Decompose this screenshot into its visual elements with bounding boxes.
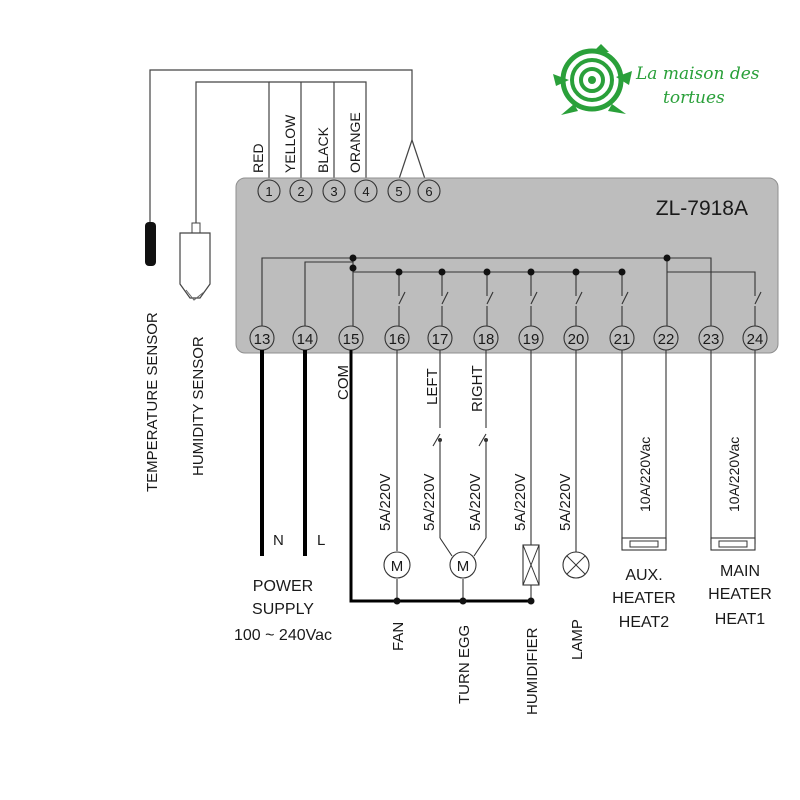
terminal-16: 16 [384, 325, 410, 351]
aux-heater-label-2: HEATER [612, 590, 676, 607]
lamp-rating: 5A/220V [557, 473, 574, 531]
humidifier-icon [522, 544, 540, 586]
aux-heater-label-3: HEAT2 [619, 614, 669, 631]
svg-text:3: 3 [330, 184, 337, 199]
svg-text:M: M [457, 558, 470, 575]
top-terminal-5: 5 [387, 179, 411, 203]
svg-text:14: 14 [297, 331, 314, 348]
aux-heater-rating: 10A/220Vac [637, 437, 653, 512]
top-terminal-1: 1 [257, 179, 281, 203]
humidifier-rating: 5A/220V [512, 473, 529, 531]
svg-text:1: 1 [265, 184, 272, 199]
terminal-14: 14 [292, 325, 318, 351]
turn-egg-label: TURN EGG [456, 625, 473, 704]
model-label: ZL-7918A [656, 197, 748, 220]
left-contact-dot [438, 438, 442, 442]
lamp-label: LAMP [569, 619, 586, 660]
svg-text:2: 2 [297, 184, 304, 199]
wire-color-orange: ORANGE [347, 112, 363, 173]
humidity-probe-icon [179, 222, 211, 301]
right-rating: 5A/220V [467, 473, 484, 531]
wire-color-black: BLACK [315, 126, 331, 173]
power-l-label: L [317, 532, 325, 549]
lamp-icon [562, 551, 590, 579]
svg-text:M: M [391, 558, 404, 575]
humidifier-label: HUMIDIFIER [524, 627, 541, 715]
controller-body [235, 177, 779, 354]
terminal-19: 19 [518, 325, 544, 351]
main-heater-label-1: MAIN [720, 563, 760, 580]
terminal-20: 20 [563, 325, 589, 351]
terminal-24: 24 [742, 325, 768, 351]
svg-text:16: 16 [389, 331, 406, 348]
svg-text:24: 24 [747, 331, 764, 348]
svg-text:4: 4 [362, 184, 369, 199]
terminal-18: 18 [473, 325, 499, 351]
aux-heater-circuit [621, 350, 667, 544]
fan-motor-icon: M [383, 551, 411, 579]
right-contact-dot [484, 438, 488, 442]
power-supply-line1: POWER [253, 578, 313, 595]
terminal-23: 23 [698, 325, 724, 351]
fan-label: FAN [390, 622, 407, 651]
main-heater-circuit [710, 350, 756, 544]
svg-text:23: 23 [703, 331, 720, 348]
aux-heater-icon [621, 537, 667, 551]
main-heater-label-3: HEAT1 [715, 611, 765, 628]
brand-name-line1: La maison des [635, 64, 760, 84]
main-heater-icon [710, 537, 756, 551]
power-supply-voltage: 100 ~ 240Vac [234, 627, 332, 644]
com-junctions [393, 597, 535, 605]
left-rating: 5A/220V [421, 473, 438, 531]
motor-left-label: LEFT [424, 368, 441, 405]
svg-text:5: 5 [395, 184, 402, 199]
com-bus [349, 350, 532, 603]
terminal-13: 13 [249, 325, 275, 351]
power-n-label: N [273, 532, 284, 549]
main-heater-rating: 10A/220Vac [726, 437, 742, 512]
top-terminal-3: 3 [322, 179, 346, 203]
motor-right-label: RIGHT [469, 365, 486, 412]
svg-text:15: 15 [343, 331, 360, 348]
terminal-21: 21 [609, 325, 635, 351]
svg-text:21: 21 [614, 331, 631, 348]
svg-text:18: 18 [478, 331, 495, 348]
svg-text:20: 20 [568, 331, 585, 348]
sensor-leads [149, 69, 426, 224]
junction-dots [349, 254, 671, 276]
temperature-sensor-label: TEMPERATURE SENSOR [144, 312, 161, 492]
power-supply-line2: SUPPLY [252, 601, 314, 618]
svg-text:22: 22 [658, 331, 675, 348]
svg-text:6: 6 [425, 184, 432, 199]
turtle-logo-icon [553, 44, 632, 115]
svg-text:17: 17 [432, 331, 449, 348]
main-heater-label-2: HEATER [708, 586, 772, 603]
turn-egg-circuit [432, 350, 487, 601]
temperature-probe-icon [145, 222, 156, 266]
top-terminal-4: 4 [354, 179, 378, 203]
fan-rating: 5A/220V [377, 473, 394, 531]
internal-wiring [261, 257, 762, 326]
aux-heater-label-1: AUX. [625, 567, 662, 584]
top-terminal-2: 2 [289, 179, 313, 203]
terminal-22: 22 [653, 325, 679, 351]
wire-color-yellow: YELLOW [282, 114, 298, 173]
terminal-15: 15 [338, 325, 364, 351]
svg-text:19: 19 [523, 331, 540, 348]
svg-text:13: 13 [254, 331, 271, 348]
top-terminal-6: 6 [417, 179, 441, 203]
com-label: COM [335, 365, 352, 400]
humidity-sensor-label: HUMIDITY SENSOR [190, 336, 207, 476]
terminal-17: 17 [427, 325, 453, 351]
wire-color-red: RED [250, 143, 266, 173]
turn-egg-motor-icon: M [449, 551, 477, 579]
brand-name-line2: tortues [663, 88, 725, 108]
